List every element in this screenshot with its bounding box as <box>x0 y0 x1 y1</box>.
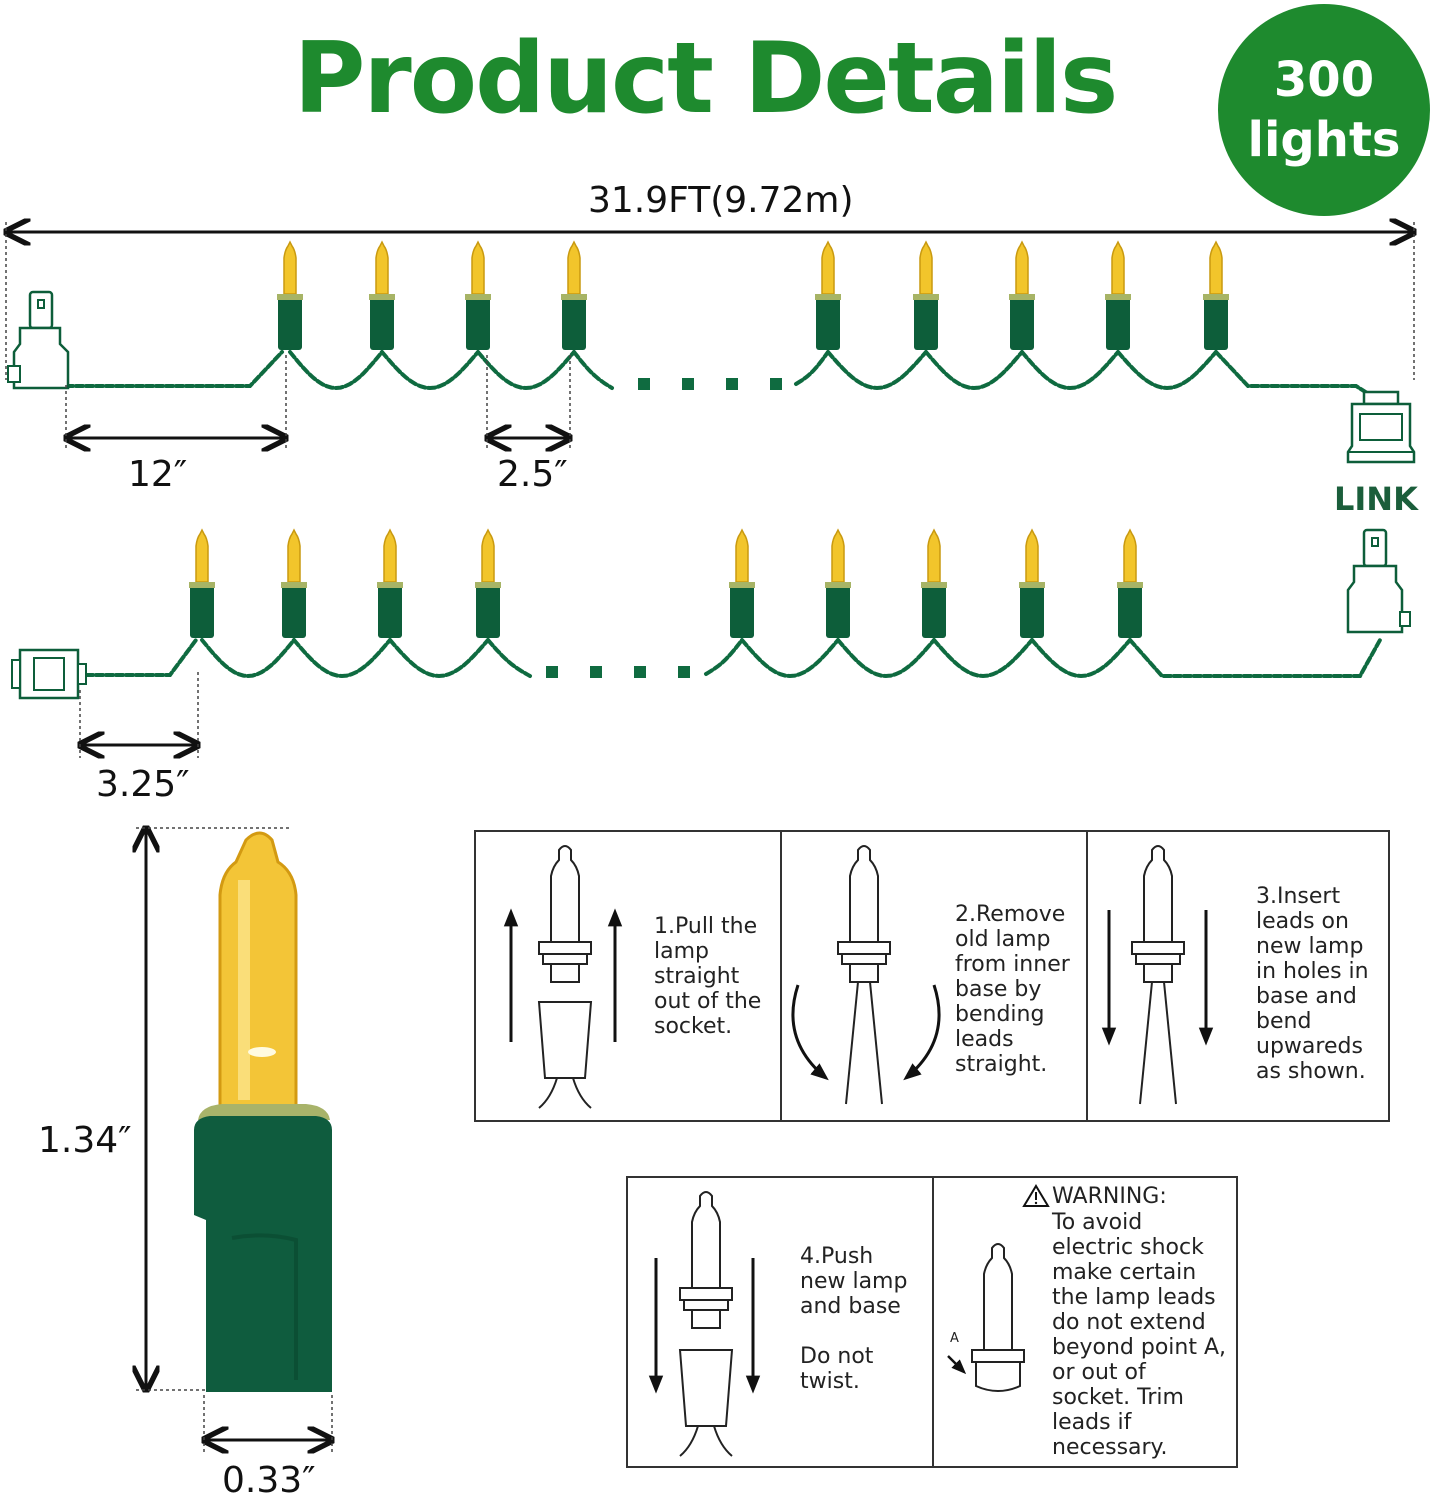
bulb-icon <box>1019 528 1045 638</box>
ellipsis-dot <box>682 378 694 390</box>
step-1-illustration <box>537 845 593 1109</box>
bulb-icon <box>815 240 841 350</box>
page-title: Product Details <box>293 22 1119 136</box>
bulb-spacing-dimension <box>487 355 570 450</box>
bulb-icon <box>561 240 587 350</box>
bulb-icon <box>369 240 395 350</box>
ellipsis-dot <box>726 378 738 390</box>
female-socket-icon <box>11 648 87 700</box>
instruction-panel-top: 1.Pull the lamp straight out of the sock… <box>474 830 1390 1122</box>
warning-cell: WARNING: To avoid electric shock make ce… <box>934 1178 1238 1466</box>
curved-arrow-icon <box>791 984 941 1081</box>
warning-heading: WARNING: <box>1052 1184 1167 1209</box>
bulb-width-label: 0.33″ <box>222 1460 316 1501</box>
end-lead-dimension <box>80 672 198 758</box>
step-1-cell: 1.Pull the lamp straight out of the sock… <box>476 832 782 1120</box>
plug-icon <box>7 290 70 390</box>
badge-count: 300 <box>1273 52 1375 108</box>
link-label: LINK <box>1334 480 1418 518</box>
warning-text: To avoid electric shock make certain the… <box>1052 1210 1227 1460</box>
step-3-text: 3.Insert leads on new lamp in holes in b… <box>1256 884 1369 1084</box>
step-4-illustration <box>678 1191 734 1457</box>
ellipsis-dot <box>678 666 690 678</box>
end-connector-icon <box>1346 390 1416 464</box>
step-2-cell: 2.Remove old lamp from inner base by ben… <box>782 832 1088 1120</box>
bulb-icon <box>281 528 307 638</box>
bulb-icon <box>475 528 501 638</box>
ellipsis-dot <box>770 378 782 390</box>
instruction-panel-bottom: 4.Push new lamp and base Do not twist. W… <box>626 1176 1238 1468</box>
badge-unit: lights <box>1247 112 1401 168</box>
total-length-dimension <box>6 222 1414 380</box>
bulb-icon <box>465 240 491 350</box>
bulb-icon <box>913 240 939 350</box>
ellipsis-dot <box>638 378 650 390</box>
bulb-icon <box>1105 240 1131 350</box>
bulb-icon <box>921 528 947 638</box>
bulb-width-dimension <box>204 1395 332 1452</box>
count-badge: 300 lights <box>1218 4 1430 216</box>
bulb-icon <box>729 528 755 638</box>
bulb-icon <box>189 528 215 638</box>
step-4-cell: 4.Push new lamp and base Do not twist. <box>628 1178 934 1466</box>
ellipsis-dot <box>590 666 602 678</box>
ellipsis-dot <box>546 666 558 678</box>
point-a-label: A <box>950 1331 959 1346</box>
point-a-arrow <box>947 1355 967 1375</box>
bulb-closeup <box>194 831 332 1392</box>
bulb-icon <box>825 528 851 638</box>
total-length-label: 31.9FT(9.72m) <box>588 180 854 221</box>
lead-length-label: 12″ <box>128 454 188 495</box>
bulb-icon <box>1009 240 1035 350</box>
bulb-icon <box>1117 528 1143 638</box>
step-2-text: 2.Remove old lamp from inner base by ben… <box>955 902 1070 1077</box>
string-row-1 <box>64 240 1380 402</box>
step-3-cell: 3.Insert leads on new lamp in holes in b… <box>1088 832 1390 1120</box>
bulb-icon <box>377 528 403 638</box>
step-3-illustration <box>1131 845 1185 1105</box>
lead-length-dimension <box>66 355 286 450</box>
step-1-text: 1.Pull the lamp straight out of the sock… <box>654 914 762 1039</box>
warning-illustration <box>971 1243 1025 1392</box>
ellipsis-dot <box>634 666 646 678</box>
step-2-illustration <box>837 845 891 1105</box>
bulb-icon <box>277 240 303 350</box>
bulb-height-label: 1.34″ <box>38 1120 132 1161</box>
end-lead-label: 3.25″ <box>96 764 190 805</box>
bulb-icon <box>1203 240 1229 350</box>
bulb-spacing-label: 2.5″ <box>497 454 568 495</box>
warning-icon <box>1022 1184 1050 1207</box>
plug-icon <box>1346 528 1411 634</box>
bulb-height-dimension <box>136 828 290 1390</box>
step-4-text: 4.Push new lamp and base Do not twist. <box>800 1244 908 1394</box>
string-row-2 <box>84 528 1382 679</box>
